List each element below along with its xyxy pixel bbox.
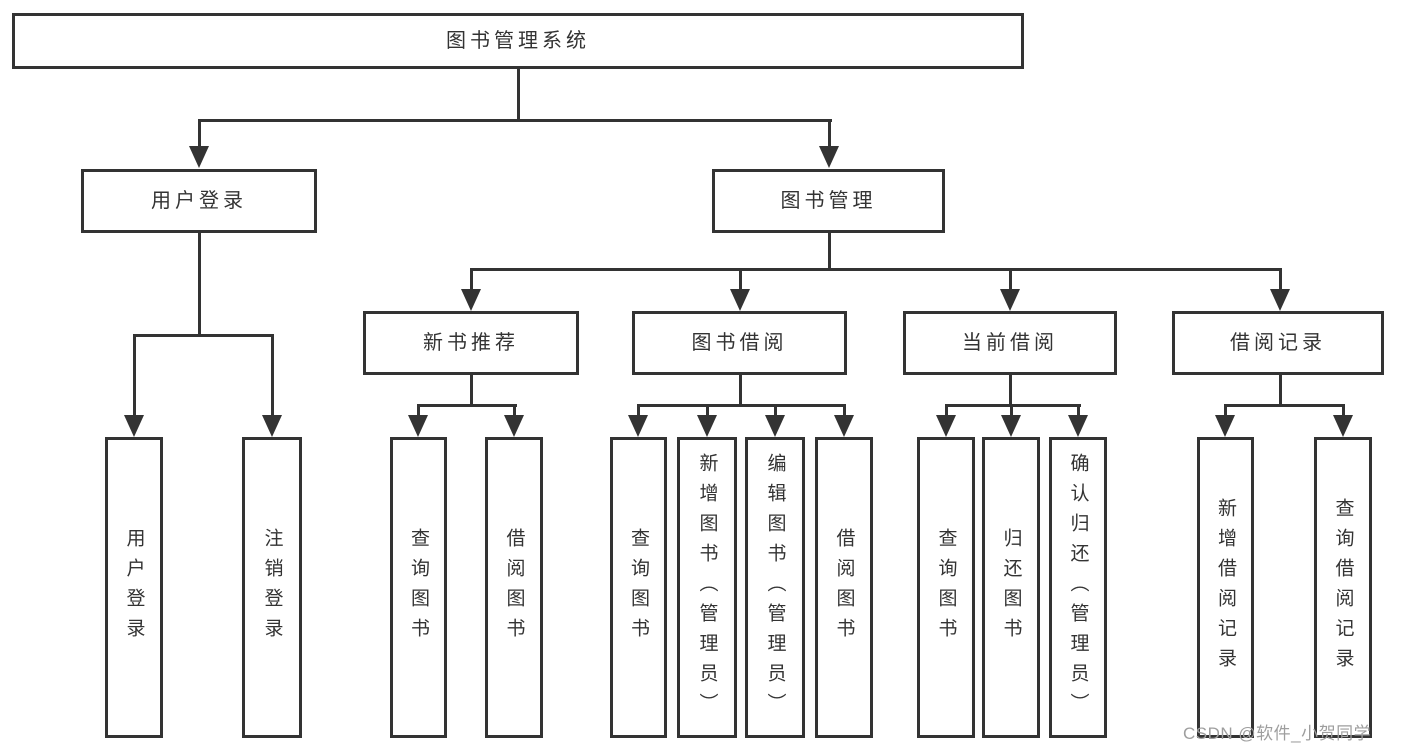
connector-line	[470, 375, 473, 407]
leaf-query-borrow-record: 查询借阅记录	[1314, 437, 1372, 738]
csdn-watermark: CSDN @软件_小贺同学	[1183, 724, 1372, 743]
leaf-add-borrow-record: 新增借阅记录	[1197, 437, 1254, 738]
leaf-borrow-book-recommend: 借阅图书	[485, 437, 543, 738]
arrowhead-icon	[124, 415, 144, 437]
connector-line	[271, 334, 274, 416]
leaf-add-borrow-record-label: 新增借阅记录	[1215, 497, 1236, 678]
connector-line	[1279, 268, 1282, 290]
connector-line	[1009, 375, 1012, 407]
connector-line	[198, 119, 832, 122]
node-user-login: 用户登录	[81, 169, 317, 233]
leaf-logout: 注销登录	[242, 437, 302, 738]
leaf-add-book-admin-label: 新增图书（管理员）	[696, 452, 718, 723]
leaf-confirm-return-admin: 确认归还（管理员）	[1049, 437, 1107, 738]
arrowhead-icon	[1270, 289, 1290, 311]
node-root: 图书管理系统	[12, 13, 1024, 69]
leaf-query-borrow-record-label: 查询借阅记录	[1332, 497, 1354, 678]
arrowhead-icon	[461, 289, 481, 311]
connector-line	[945, 404, 1081, 407]
arrowhead-icon	[408, 415, 428, 437]
connector-line	[198, 119, 201, 147]
connector-line	[517, 69, 520, 122]
node-book-management: 图书管理	[712, 169, 945, 233]
leaf-query-book-current: 查询图书	[917, 437, 975, 738]
arrowhead-icon	[1068, 415, 1088, 437]
arrowhead-icon	[504, 415, 524, 437]
node-book-borrow-label: 图书借阅	[691, 332, 788, 354]
leaf-add-book-admin: 新增图书（管理员）	[677, 437, 737, 738]
connector-line	[828, 119, 831, 147]
connector-line	[1224, 404, 1227, 416]
connector-line	[198, 233, 201, 337]
leaf-logout-label: 注销登录	[261, 527, 283, 648]
connector-line	[706, 404, 709, 416]
connector-line	[133, 334, 136, 416]
leaf-borrow-book-label: 借阅图书	[833, 527, 855, 648]
connector-line	[739, 268, 742, 290]
connector-line	[637, 404, 640, 416]
node-current-borrow: 当前借阅	[903, 311, 1117, 375]
node-root-label: 图书管理系统	[446, 30, 590, 52]
connector-line	[843, 404, 846, 416]
connector-line	[470, 268, 1282, 271]
arrowhead-icon	[189, 146, 209, 168]
arrowhead-icon	[834, 415, 854, 437]
arrowhead-icon	[1000, 289, 1020, 311]
leaf-edit-book-admin-label: 编辑图书（管理员）	[764, 452, 786, 723]
arrowhead-icon	[765, 415, 785, 437]
connector-line	[945, 404, 948, 416]
leaf-return-book: 归还图书	[982, 437, 1040, 738]
connector-line	[513, 404, 516, 416]
connector-line	[828, 233, 831, 271]
arrowhead-icon	[936, 415, 956, 437]
node-borrow-records-label: 借阅记录	[1230, 332, 1326, 354]
leaf-return-book-label: 归还图书	[1000, 527, 1022, 648]
connector-line	[774, 404, 777, 416]
arrowhead-icon	[628, 415, 648, 437]
connector-line	[1279, 375, 1282, 407]
arrowhead-icon	[1001, 415, 1021, 437]
arrowhead-icon	[730, 289, 750, 311]
leaf-query-book-recommend: 查询图书	[390, 437, 447, 738]
leaf-user-login: 用户登录	[105, 437, 163, 738]
leaf-confirm-return-admin-label: 确认归还（管理员）	[1067, 452, 1089, 723]
connector-line	[470, 268, 473, 290]
leaf-user-login-label: 用户登录	[123, 527, 145, 648]
leaf-query-book-borrow-label: 查询图书	[628, 527, 649, 648]
connector-line	[133, 334, 274, 337]
node-new-book-recommend: 新书推荐	[363, 311, 579, 375]
node-book-borrow: 图书借阅	[632, 311, 847, 375]
connector-line	[1009, 268, 1012, 290]
connector-line	[1010, 404, 1013, 416]
connector-line	[417, 404, 517, 407]
leaf-borrow-book: 借阅图书	[815, 437, 873, 738]
leaf-borrow-book-recommend-label: 借阅图书	[503, 527, 525, 648]
arrowhead-icon	[819, 146, 839, 168]
leaf-edit-book-admin: 编辑图书（管理员）	[745, 437, 805, 738]
node-borrow-records: 借阅记录	[1172, 311, 1384, 375]
connector-line	[417, 404, 420, 416]
node-book-management-label: 图书管理	[780, 190, 877, 212]
node-current-borrow-label: 当前借阅	[962, 332, 1058, 354]
connector-line	[1224, 404, 1345, 407]
leaf-query-book-borrow: 查询图书	[610, 437, 667, 738]
arrowhead-icon	[697, 415, 717, 437]
leaf-query-book-recommend-label: 查询图书	[408, 527, 429, 648]
arrowhead-icon	[262, 415, 282, 437]
node-new-book-recommend-label: 新书推荐	[423, 332, 519, 354]
node-user-login-label: 用户登录	[151, 190, 247, 212]
arrowhead-icon	[1215, 415, 1235, 437]
leaf-query-book-current-label: 查询图书	[935, 527, 957, 648]
connector-line	[637, 404, 846, 407]
arrowhead-icon	[1333, 415, 1353, 437]
connector-line	[1077, 404, 1080, 416]
connector-line	[739, 375, 742, 407]
connector-line	[1342, 404, 1345, 416]
